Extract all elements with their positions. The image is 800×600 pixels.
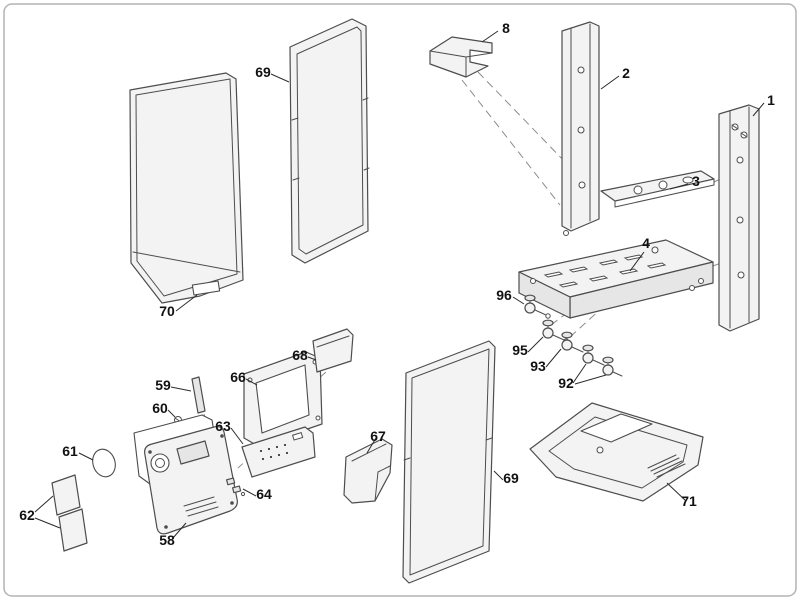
display-window <box>176 440 210 465</box>
part-label-2: 2 <box>622 65 630 81</box>
part-63-pcb <box>241 426 316 478</box>
part-label-70: 70 <box>159 303 175 319</box>
part-61-oval-gasket <box>92 448 116 478</box>
part-label-3: 3 <box>692 173 700 189</box>
part-label-96: 96 <box>496 287 512 303</box>
part-label-64: 64 <box>256 486 272 502</box>
part-69-side-panel-top <box>289 18 370 264</box>
part-66-mounting-frame <box>243 351 323 447</box>
part-label-68: 68 <box>292 347 308 363</box>
part-label-59: 59 <box>155 377 171 393</box>
screw-hole <box>577 126 585 134</box>
part-8-bracket <box>429 36 493 78</box>
part-59-strip <box>191 376 206 414</box>
screw-hole <box>577 66 585 74</box>
part-2-frame-rail <box>561 21 600 236</box>
drain-hole <box>596 446 604 454</box>
leader-lines <box>34 30 765 539</box>
part-label-67: 67 <box>370 428 386 444</box>
hole <box>658 180 668 190</box>
part-67-folded-bracket <box>343 438 393 504</box>
part-93-valve <box>561 331 584 353</box>
screw <box>563 230 569 236</box>
part-label-4: 4 <box>642 235 650 251</box>
screw-hole <box>737 271 745 279</box>
pcb-components <box>260 444 288 460</box>
part-71-base-tray <box>529 402 704 502</box>
screw <box>689 285 695 291</box>
part-label-1: 1 <box>767 92 775 108</box>
part-69-side-panel-bottom <box>402 340 496 584</box>
part-label-61: 61 <box>62 443 78 459</box>
vent-slots <box>183 496 219 517</box>
screw <box>698 278 704 284</box>
slot <box>682 176 694 184</box>
part-64-fixings <box>225 477 246 497</box>
part-96-valve <box>524 294 551 319</box>
part-58-control-box <box>133 414 238 535</box>
part-label-66: 66 <box>230 369 246 385</box>
part-label-92: 92 <box>558 375 574 391</box>
part-4-base-plate <box>518 239 714 319</box>
hole <box>651 246 659 254</box>
part-95-valve <box>542 319 569 344</box>
part-labels: 8 2 1 3 4 96 95 93 92 69 70 59 60 66 68 … <box>19 20 775 548</box>
plate-slots <box>543 254 667 288</box>
part-label-71: 71 <box>681 493 697 509</box>
part-1-frame-rail <box>718 104 760 332</box>
rating-plate <box>191 280 221 296</box>
part-3-cross-bracket <box>600 170 715 208</box>
screw-hole <box>736 216 744 224</box>
hole <box>530 278 536 284</box>
screw-hole <box>736 156 744 164</box>
image-border <box>3 3 797 597</box>
part-label-8: 8 <box>502 20 510 36</box>
part-92-valves <box>582 344 623 377</box>
part-label-63: 63 <box>215 418 231 434</box>
hole <box>633 185 643 195</box>
part-label-93: 93 <box>530 358 546 374</box>
part-68-cover-bracket <box>312 328 354 373</box>
part-label-95: 95 <box>512 342 528 358</box>
part-label-60: 60 <box>152 400 168 416</box>
part-label-58: 58 <box>159 532 175 548</box>
part-62-small-panels <box>51 474 88 552</box>
grille-slots <box>647 454 686 478</box>
part-label-69a: 69 <box>255 64 271 80</box>
mounting-screws <box>731 123 748 139</box>
part-70-front-panel <box>129 72 244 304</box>
tray-compartment <box>580 413 653 443</box>
part-label-69b: 69 <box>503 470 519 486</box>
part-label-62: 62 <box>19 507 35 523</box>
screw-hole <box>578 181 586 189</box>
